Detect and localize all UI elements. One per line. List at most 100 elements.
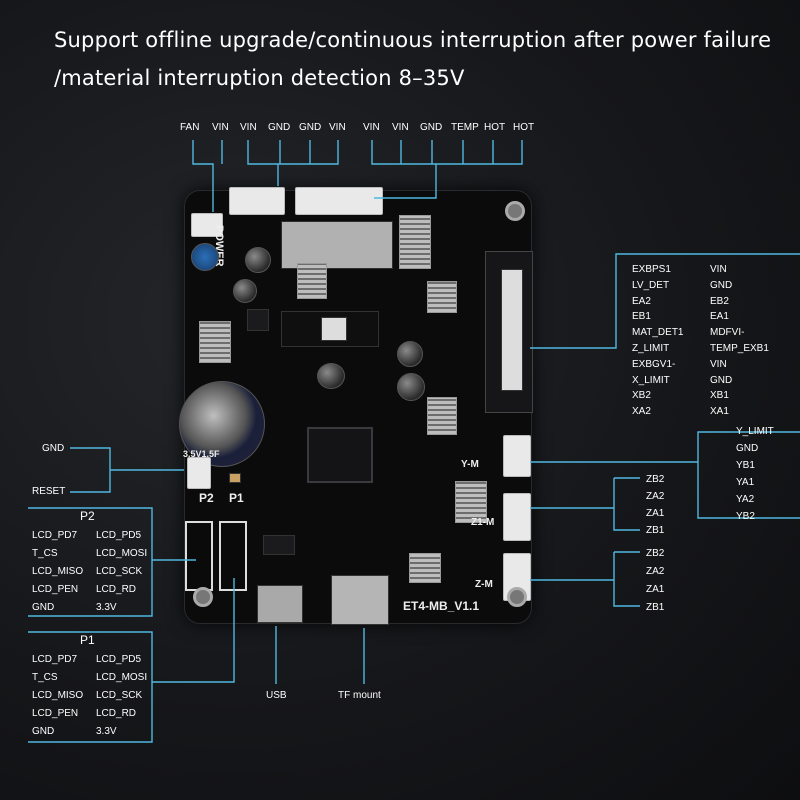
top-label-gnd: GND xyxy=(420,122,443,133)
top-label-vin: VIN xyxy=(363,122,380,133)
pin-label: GND xyxy=(736,443,759,454)
capacitor xyxy=(245,247,271,273)
pin-label: ZB2 xyxy=(646,474,665,485)
pin-label: VIN xyxy=(710,358,727,370)
heatsink xyxy=(427,397,457,435)
usb-label: USB xyxy=(266,690,287,701)
pin-label: EA1 xyxy=(710,311,729,323)
side-connector-pins xyxy=(501,269,523,391)
top-label-vin: VIN xyxy=(329,122,346,133)
top-label-vin: VIN xyxy=(392,122,409,133)
pin-label: LCD_MOSI xyxy=(96,548,148,559)
pin-label: 3.3V xyxy=(96,602,117,613)
heatsink xyxy=(199,321,231,363)
pin-label: YB2 xyxy=(736,511,755,522)
pin-label: EXBGV1- xyxy=(632,358,676,370)
chip-ic xyxy=(263,535,295,555)
pin-label: T_CS xyxy=(32,672,58,683)
pin-label: X_LIMIT xyxy=(632,374,670,386)
pin-label: GND xyxy=(32,602,55,613)
pin-label: LCD_PEN xyxy=(32,584,79,595)
pin-label: MDFVI- xyxy=(710,327,745,339)
pin-label: YA2 xyxy=(736,494,755,505)
heatsink xyxy=(409,553,441,583)
pin-label: LCD_MISO xyxy=(32,690,84,701)
inductor xyxy=(247,309,269,331)
pin-label: LCD_PD7 xyxy=(32,654,78,665)
capacitor xyxy=(317,363,345,389)
power-terminal xyxy=(281,221,393,269)
p1-silk: P1 xyxy=(229,491,244,505)
capacitor xyxy=(397,341,423,367)
usb-port xyxy=(257,585,303,623)
pin-label: LV_DET xyxy=(632,279,670,291)
pin-label: LCD_MOSI xyxy=(96,672,148,683)
connector-y-motor xyxy=(503,435,531,477)
pin-label: EB1 xyxy=(632,311,651,323)
top-label-hot: HOT xyxy=(513,122,535,133)
headline-line-1: Support offline upgrade/continuous inter… xyxy=(54,28,772,52)
pin-label: EB2 xyxy=(710,295,729,307)
pin-label: LCD_SCK xyxy=(96,690,143,701)
tf-slot xyxy=(331,575,389,625)
capacitor xyxy=(233,279,257,303)
pin-label: GND xyxy=(32,726,55,737)
pin-label: ZB2 xyxy=(646,548,665,559)
p1-block-title: P1 xyxy=(80,633,95,647)
mount-hole xyxy=(193,587,213,607)
blue-capacitor xyxy=(191,243,219,271)
pin-label: ZB1 xyxy=(646,602,665,613)
reset-button xyxy=(229,473,241,483)
pin-label: XA2 xyxy=(632,406,651,418)
left-label-gnd: GND xyxy=(42,443,65,454)
z1-m-silk: Z1-M xyxy=(471,517,495,528)
pin-label: LCD_PEN xyxy=(32,708,79,719)
pin-label: GND xyxy=(710,279,733,291)
top-label-fan: FAN xyxy=(180,122,200,133)
mainboard: POWER 3.5V1.5F Y-M Z1-M Z-M P2 P1 xyxy=(179,187,533,625)
pin-label: VIN xyxy=(710,264,727,275)
mount-hole xyxy=(507,587,527,607)
pin-label: ZA1 xyxy=(646,584,665,595)
top-label-hot: HOT xyxy=(484,122,506,133)
pin-label: EXBPS1 xyxy=(632,264,671,275)
pin-label: LCD_PD5 xyxy=(96,530,142,541)
pin-label: GND xyxy=(710,374,733,386)
pin-label: LCD_SCK xyxy=(96,566,143,577)
top-label-vin: VIN xyxy=(212,122,229,133)
heatsink xyxy=(455,481,487,523)
pin-label: ZA1 xyxy=(646,508,665,519)
connector-fan-vin xyxy=(229,187,285,215)
connector-gnd-reset xyxy=(187,457,211,489)
p2-block-title: P2 xyxy=(80,509,95,523)
p2-silk: P2 xyxy=(199,491,214,505)
z-m-silk: Z-M xyxy=(475,579,493,590)
pin-label: XA1 xyxy=(710,406,729,418)
pin-label: YB1 xyxy=(736,460,755,471)
heatsink xyxy=(427,281,457,313)
pin-label: 3.3V xyxy=(96,726,117,737)
heatsink xyxy=(297,263,327,299)
top-label-gnd: GND xyxy=(299,122,322,133)
pin-label: XB1 xyxy=(710,390,729,402)
qr-code xyxy=(321,317,347,341)
model-silk: ET4-MB_V1.1 xyxy=(403,599,480,613)
pin-label: LCD_MISO xyxy=(32,566,84,577)
heatsink xyxy=(399,215,431,269)
top-label-vin: VIN xyxy=(240,122,257,133)
pin-label: LCD_RD xyxy=(96,584,137,595)
p1-header xyxy=(219,521,247,591)
mcu-chip xyxy=(307,427,373,483)
left-label-reset: RESET xyxy=(32,486,66,497)
pin-label: Y_LIMIT xyxy=(736,426,774,437)
pin-label: ZA2 xyxy=(646,491,665,502)
pin-label: YA1 xyxy=(736,477,755,488)
top-label-temp: TEMP xyxy=(451,122,479,133)
pin-label: T_CS xyxy=(32,548,58,559)
connector-z1-motor xyxy=(503,493,531,541)
mount-hole xyxy=(505,201,525,221)
pin-label: TEMP_EXB1 xyxy=(710,343,769,354)
pin-label: EA2 xyxy=(632,295,651,307)
